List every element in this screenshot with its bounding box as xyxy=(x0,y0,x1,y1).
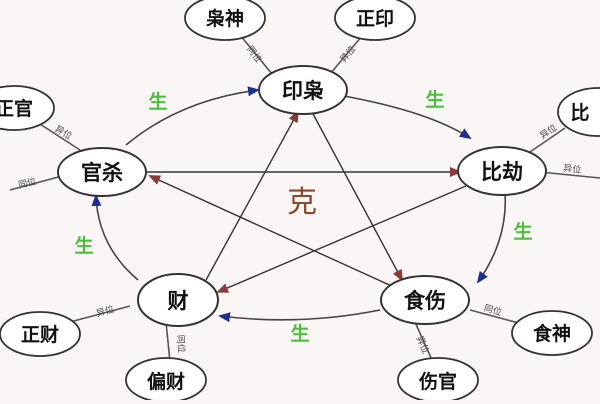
label-zhengguan-link: 异位 xyxy=(53,123,75,142)
connector-xiaoshen xyxy=(239,34,273,75)
node-yinxiao-label: 印枭 xyxy=(282,79,324,103)
satellite-zhengguan-label: 正官 xyxy=(0,97,33,120)
node-cai-label: 财 xyxy=(168,289,189,313)
connector-zhengguan xyxy=(39,123,81,151)
connector-shangguan xyxy=(414,321,433,361)
connector-bijian-upper xyxy=(529,127,566,153)
node-cai: 财 xyxy=(137,273,219,327)
label-bijian-lower-link: 异位 xyxy=(563,162,582,176)
arc-cai-to-guansha xyxy=(91,194,139,281)
connector-bijian-lower xyxy=(539,171,600,179)
line-shishang-to-guansha xyxy=(148,175,397,289)
generate-label-5: 生 xyxy=(74,234,93,257)
label-piancai-link: 同位 xyxy=(174,334,187,353)
generate-label-3: 生 xyxy=(513,220,532,243)
node-shishang-label: 食伤 xyxy=(404,289,446,313)
satellite-piancai: 偏财 xyxy=(125,357,207,403)
satellite-shishen-label: 食神 xyxy=(533,322,571,345)
generate-labels: 生 生 生 生 生 xyxy=(74,88,532,345)
satellite-connectors xyxy=(9,34,600,363)
generation-cycle xyxy=(91,86,507,323)
node-yinxiao: 印枭 xyxy=(258,65,348,115)
satellite-shishen: 食神 xyxy=(511,310,593,356)
line-yinxiao-to-shishang xyxy=(311,111,403,282)
control-star xyxy=(142,110,467,293)
satellite-xiaoshen-label: 枭神 xyxy=(205,7,244,30)
connector-guansha-left xyxy=(9,175,63,191)
satellite-bijian-label: 比 xyxy=(570,102,589,124)
line-bijie-to-cai xyxy=(216,185,467,293)
connector-piancai xyxy=(165,321,171,363)
satellite-shangguan-label: 伤官 xyxy=(418,370,457,393)
line-cai-to-yinxiao xyxy=(205,110,299,281)
label-zhengcai-link: 异位 xyxy=(95,303,116,320)
node-bijie: 比劫 xyxy=(457,146,547,196)
generate-label-1: 生 xyxy=(148,90,167,113)
satellite-zhengyin-label: 正印 xyxy=(356,8,394,30)
main-nodes: 印枭 比劫 食伤 财 官杀 xyxy=(57,65,547,327)
connector-zhengyin xyxy=(329,35,363,75)
connector-zhengcai xyxy=(69,305,131,323)
satellite-zhengguan: 正官 xyxy=(0,85,55,131)
label-shishen-link: 同位 xyxy=(483,302,504,319)
node-guansha: 官杀 xyxy=(57,147,147,197)
satellite-zhengcai: 正财 xyxy=(0,311,81,357)
center-label: 克 xyxy=(287,185,317,220)
satellite-xiaoshen: 枭神 xyxy=(184,0,266,41)
satellite-zhengyin: 正印 xyxy=(334,0,416,41)
node-bijie-label: 比劫 xyxy=(481,160,523,184)
generate-label-2: 生 xyxy=(425,88,444,111)
generate-label-4: 生 xyxy=(290,322,309,345)
arc-bijie-to-shishang xyxy=(476,191,507,284)
label-guansha-left-link: 同位 xyxy=(17,175,37,191)
satellite-zhengcai-label: 正财 xyxy=(21,323,59,346)
satellite-piancai-label: 偏财 xyxy=(147,370,185,393)
label-bijian-upper-link: 异位 xyxy=(537,122,559,142)
satellite-shangguan: 伤官 xyxy=(397,357,479,403)
arc-guansha-to-yinxiao xyxy=(125,86,260,146)
satellite-bijian: 比 xyxy=(557,87,600,137)
node-guansha-label: 官杀 xyxy=(81,161,123,185)
node-shishang: 食伤 xyxy=(380,275,470,325)
arc-shishang-to-cai xyxy=(218,309,381,323)
arc-yinxiao-to-bijie xyxy=(343,95,472,140)
